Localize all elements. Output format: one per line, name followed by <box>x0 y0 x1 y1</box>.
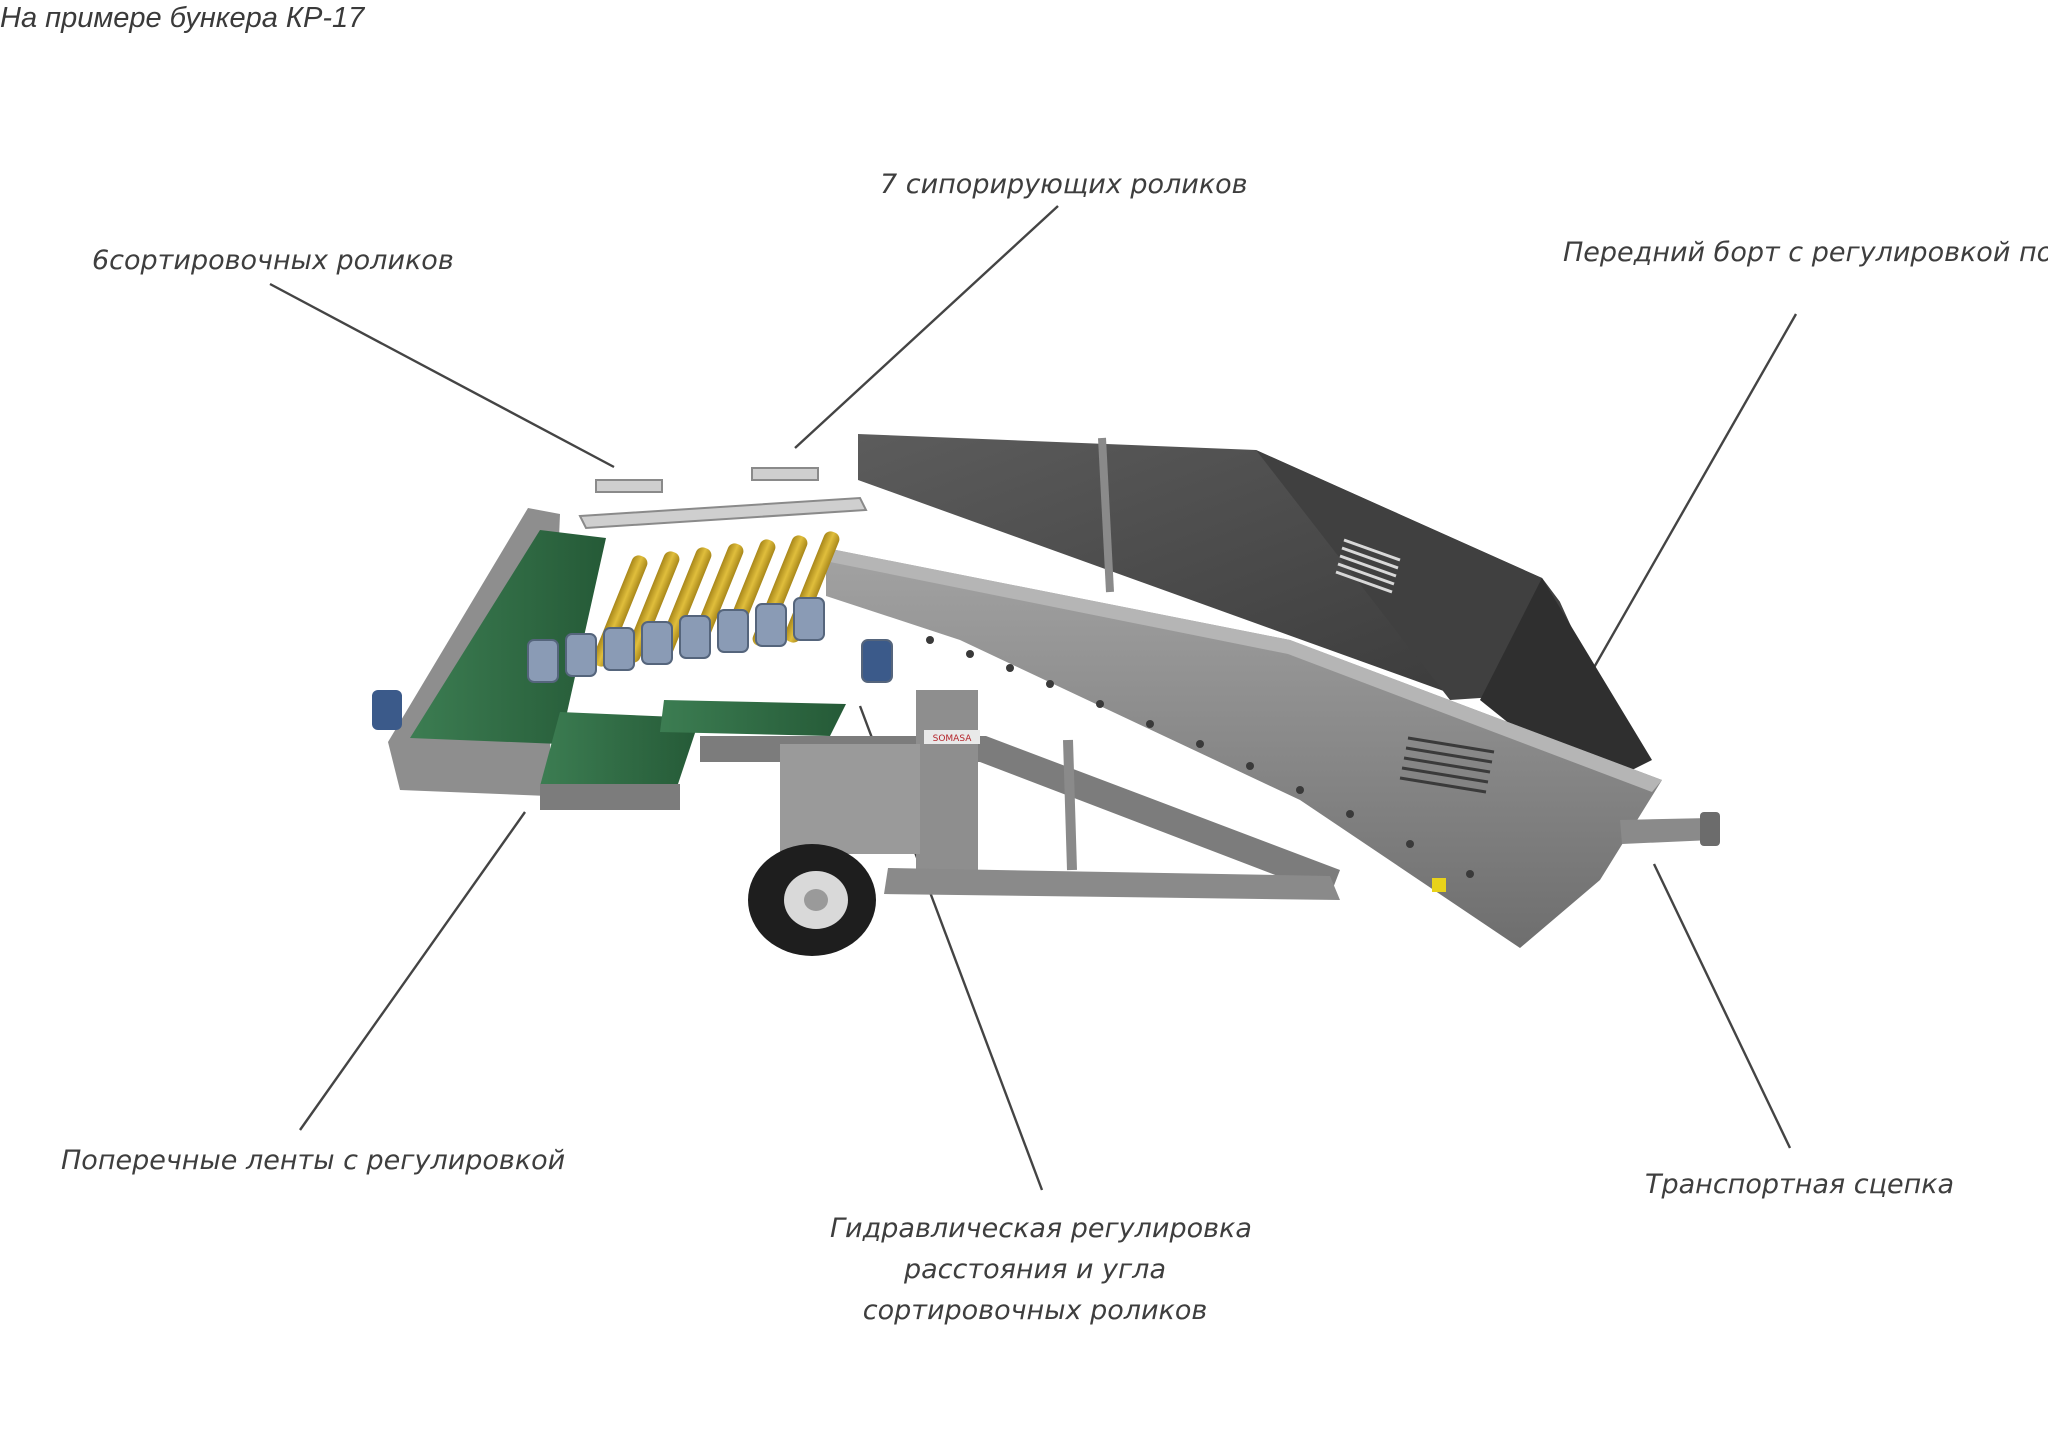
motor <box>861 639 893 683</box>
conveyor-vent-slots <box>1399 736 1495 794</box>
warning-sticker-2 <box>1432 878 1446 892</box>
motor <box>527 639 559 683</box>
bracket-left <box>595 479 663 493</box>
cross-belt-left <box>372 508 606 796</box>
chassis <box>700 690 1340 900</box>
leader-hitch <box>1652 863 1792 1149</box>
label-hydraulic-line-3: сортировочных роликов <box>862 1295 1208 1326</box>
figure-caption: На примере бункера КР-17 <box>0 2 365 34</box>
conveyor-top-edge <box>826 548 1662 792</box>
motor <box>793 597 825 641</box>
roller-motors <box>527 597 893 683</box>
logo-plate: SOMASA <box>924 730 980 744</box>
conveyor-frame <box>826 548 1662 948</box>
hopper-vent-slots <box>1335 538 1401 594</box>
motor <box>717 609 749 653</box>
hopper <box>858 434 1652 790</box>
leader-cross-belts <box>299 811 526 1131</box>
cross-belt-left-surface <box>410 530 606 744</box>
axle-housing <box>780 744 920 854</box>
chassis-beam <box>700 736 1340 896</box>
roller <box>624 551 680 663</box>
label-hydraulic-line-1: Гидравлическая регулировка <box>830 1213 1252 1244</box>
motor <box>755 603 787 647</box>
cross-belt-lower-frame <box>540 784 680 810</box>
bracket-right <box>751 467 819 481</box>
logo-plate-bg <box>924 730 980 744</box>
cross-belt-left-motor <box>372 690 402 730</box>
cross-belt-lower <box>540 700 846 810</box>
conveyor-side-panel <box>826 548 1662 948</box>
label-hydraulic-adjustment: Гидравлическая регулировка расстояния и … <box>830 1208 1252 1331</box>
lower-beam <box>884 868 1340 900</box>
label-hydraulic-line-2: расстояния и угла <box>904 1254 1166 1285</box>
hitch-bar <box>1620 818 1712 844</box>
leader-sorting-rollers <box>269 282 615 469</box>
leader-lines <box>269 205 1798 1191</box>
label-cross-belts: Поперечные ленты с регулировкой <box>61 1145 566 1176</box>
logo-text: SOMASA <box>933 734 973 744</box>
roller-rail <box>578 496 868 530</box>
cross-belt-lower-surface <box>540 712 700 790</box>
motor <box>565 633 597 677</box>
motor <box>641 621 673 665</box>
hub <box>804 889 828 911</box>
support-post <box>916 690 978 880</box>
label-sizing-rollers: 7 сипорирующих роликов <box>880 169 1248 200</box>
label-front-board: Передний борт с регулировкой по <box>1563 237 2048 268</box>
hitch-eye <box>1700 812 1720 846</box>
hopper-back-wall <box>858 434 1560 694</box>
wheel <box>748 844 876 956</box>
label-sorting-rollers: 6сортировочных роликов <box>92 245 454 276</box>
label-transport-hitch: Транспортная сцепка <box>1645 1169 1955 1200</box>
cross-brace <box>1063 739 1077 871</box>
motor <box>603 627 635 671</box>
cross-belt-right-surface <box>660 700 846 736</box>
conveyor-bolts <box>926 636 1474 878</box>
transport-hitch <box>1620 812 1720 846</box>
hopper-front-board <box>1480 578 1652 790</box>
leader-front-board <box>1590 313 1798 672</box>
leader-sizing-rollers <box>794 205 1059 449</box>
hopper-divider <box>1098 437 1114 593</box>
roller-brackets <box>578 467 868 530</box>
motor <box>679 615 711 659</box>
